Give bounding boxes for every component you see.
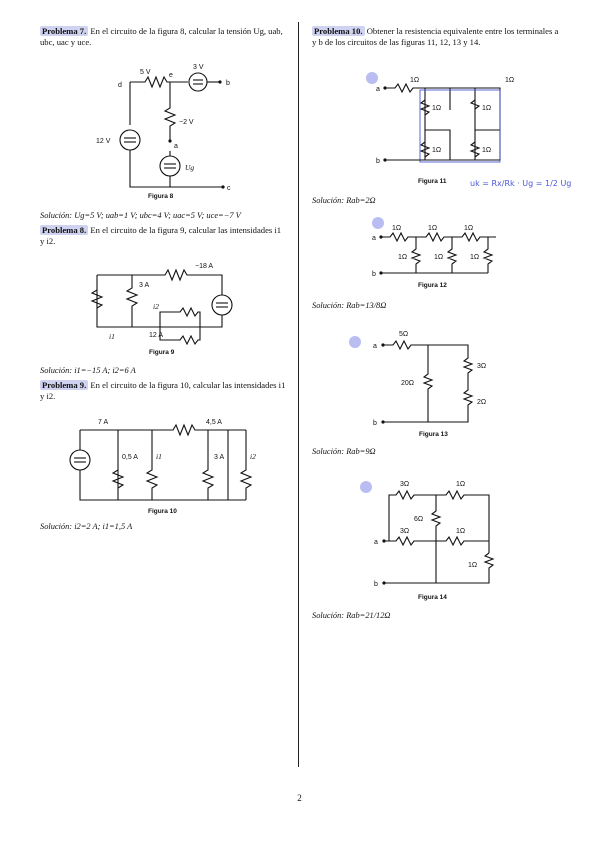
p9-solution-text: i2=2 A; i1=1,5 A bbox=[74, 522, 133, 531]
svg-text:b: b bbox=[374, 581, 378, 588]
fig9-label-i2: i2 bbox=[153, 302, 159, 311]
figure-14-solution: Solución: Rab=21/12Ω bbox=[312, 611, 391, 620]
annotation-dot bbox=[349, 336, 361, 348]
fig14-r-label-6: 6Ω bbox=[414, 516, 423, 523]
fig13-r-label-20: 20Ω bbox=[401, 380, 414, 387]
annotation-dot bbox=[366, 72, 378, 84]
fig10-label-7a: 7 A bbox=[98, 419, 108, 426]
figure-13-caption: Figura 13 bbox=[419, 431, 448, 438]
figure-13-circuit: a b 5Ω 20Ω 3Ω 2Ω Figura 13 bbox=[349, 331, 486, 438]
problem-8-solution: Solución: i1=−15 A; i2=6 A bbox=[40, 366, 136, 375]
fig9-label-i1: i1 bbox=[109, 332, 115, 341]
p7-solution-text: Ug=5 V; uab=1 V; ubc=4 V; uac=5 V; uce=−… bbox=[74, 211, 241, 220]
figure-11-circuit: a b 1Ω 1Ω 1Ω 1Ω 1Ω 1Ω Figura 11 uk = Rx/R… bbox=[366, 72, 571, 188]
fig9-label-12a: 12 A bbox=[149, 332, 163, 339]
problem-9-solution: Solución: i2=2 A; i1=1,5 A bbox=[40, 522, 133, 531]
figure-9-caption: Figura 9 bbox=[149, 349, 175, 356]
fig11-handwritten-note: uk = Rx/Rk · Ug = 1/2 Ug bbox=[470, 179, 571, 188]
figure-10-caption: Figura 10 bbox=[148, 508, 177, 515]
fig13-r-label-3: 3Ω bbox=[477, 363, 486, 370]
problem-10-text: Obtener la resistencia equivalente entre… bbox=[312, 26, 559, 48]
figure-8-circuit: d 5 V 3 V b e −2 V 12 V a Ug c Figura 8 bbox=[96, 64, 231, 200]
fig12-r-label-top3: 1Ω bbox=[464, 225, 473, 232]
figure-9-circuit: 3 A −18 A i2 12 A i1 Figura 9 bbox=[90, 263, 233, 356]
page-number: 2 bbox=[297, 793, 302, 803]
fig8-label-a: a bbox=[174, 143, 178, 150]
svg-text:a: a bbox=[374, 539, 378, 546]
fig10-label-3a: 3 A bbox=[214, 454, 224, 461]
fig13-r-label-5: 5Ω bbox=[399, 331, 408, 338]
fig12-r-label-v3: 1Ω bbox=[470, 254, 479, 261]
fig9-label-18a: −18 A bbox=[195, 263, 213, 270]
problem-7-label: Problema 7. bbox=[40, 26, 89, 36]
figure-12-circuit: a b 1Ω 1Ω 1Ω 1Ω 1Ω 1Ω Figura 12 bbox=[372, 217, 496, 289]
problem-8-text: En el circuito de la figura 9, calcular … bbox=[40, 225, 282, 247]
problem-10-statement: Problema 10. Obtener la resistencia equi… bbox=[312, 26, 562, 49]
fig10-label-05a: 0,5 A bbox=[122, 454, 138, 461]
svg-text:a: a bbox=[372, 235, 376, 242]
problem-9-text: En el circuito de la figura 10, calcular… bbox=[40, 380, 286, 402]
fig14-r-label-1-top: 1Ω bbox=[456, 481, 465, 488]
problem-7-solution: Solución: Ug=5 V; uab=1 V; ubc=4 V; uac=… bbox=[40, 211, 241, 220]
fig11-r-label-1: 1Ω bbox=[432, 105, 441, 112]
fig10-label-i1: i1 bbox=[156, 452, 162, 461]
fig8-label-5v: 5 V bbox=[140, 69, 151, 76]
figure-8-caption: Figura 8 bbox=[148, 193, 174, 200]
fig8-label-b: b bbox=[226, 80, 230, 87]
fig12-r-label-top1: 1Ω bbox=[392, 225, 401, 232]
fig8-label-d: d bbox=[118, 82, 122, 89]
column-divider bbox=[298, 22, 299, 767]
annotation-dot bbox=[372, 217, 384, 229]
fig11-r-label-top: 1Ω bbox=[410, 77, 419, 84]
fig12-r-label-v1: 1Ω bbox=[398, 254, 407, 261]
svg-text:a: a bbox=[376, 86, 380, 93]
problem-8-label: Problema 8. bbox=[40, 225, 89, 235]
fig14-r-label-3-mid: 3Ω bbox=[400, 528, 409, 535]
fig11-r-label-2: 1Ω bbox=[482, 105, 491, 112]
problem-9-label: Problema 9. bbox=[40, 380, 89, 390]
figure-12-caption: Figura 12 bbox=[418, 282, 447, 289]
problem-10-label: Problema 10. bbox=[312, 26, 365, 36]
fig10-label-i2: i2 bbox=[250, 452, 256, 461]
fig12-r-label-v2: 1Ω bbox=[434, 254, 443, 261]
fig8-label-e: e bbox=[169, 72, 173, 79]
svg-text:a: a bbox=[373, 343, 377, 350]
p8-solution-text: i1=−15 A; i2=6 A bbox=[74, 366, 136, 375]
fig13-r-label-2: 2Ω bbox=[477, 399, 486, 406]
figure-14-caption: Figura 14 bbox=[418, 594, 447, 601]
fig8-label-c: c bbox=[227, 185, 231, 192]
problem-9-statement: Problema 9. En el circuito de la figura … bbox=[40, 380, 287, 403]
svg-text:b: b bbox=[372, 271, 376, 278]
fig14-r-label-1-right: 1Ω bbox=[468, 562, 477, 569]
fig11-r-label-3: 1Ω bbox=[432, 147, 441, 154]
svg-text:b: b bbox=[373, 420, 377, 427]
problem-7-statement: Problema 7. En el circuito de la figura … bbox=[40, 26, 287, 49]
figure-10-circuit: 7 A 4,5 A 0,5 A i1 3 A i2 Figura 10 bbox=[69, 419, 256, 515]
fig11-r-label-right: 1Ω bbox=[505, 77, 514, 84]
fig9-label-3a: 3 A bbox=[139, 282, 149, 289]
fig12-r-label-top2: 1Ω bbox=[428, 225, 437, 232]
fig8-label-12v: 12 V bbox=[96, 138, 111, 145]
problem-7-text: En el circuito de la figura 8, calcular … bbox=[40, 26, 283, 48]
fig14-r-label-3-top: 3Ω bbox=[400, 481, 409, 488]
fig10-label-45a: 4,5 A bbox=[206, 419, 222, 426]
fig8-label-ug: Ug bbox=[185, 163, 194, 172]
figure-13-solution: Solución: Rab=9Ω bbox=[312, 447, 376, 456]
fig8-label-3v: 3 V bbox=[193, 64, 204, 71]
fig8-label-2v: −2 V bbox=[179, 119, 194, 126]
figure-12-solution: Solución: Rab=13/8Ω bbox=[312, 301, 387, 310]
figure-11-solution: Solución: Rab=2Ω bbox=[312, 196, 376, 205]
fig11-r-label-4: 1Ω bbox=[482, 147, 491, 154]
figure-14-circuit: a b 3Ω 1Ω 6Ω 3Ω 1Ω 1Ω Figura 14 bbox=[360, 481, 495, 601]
svg-text:b: b bbox=[376, 158, 380, 165]
figure-11-caption: Figura 11 bbox=[418, 178, 447, 185]
problem-8-statement: Problema 8. En el circuito de la figura … bbox=[40, 225, 287, 248]
annotation-dot bbox=[360, 481, 372, 493]
fig14-r-label-1-mid: 1Ω bbox=[456, 528, 465, 535]
